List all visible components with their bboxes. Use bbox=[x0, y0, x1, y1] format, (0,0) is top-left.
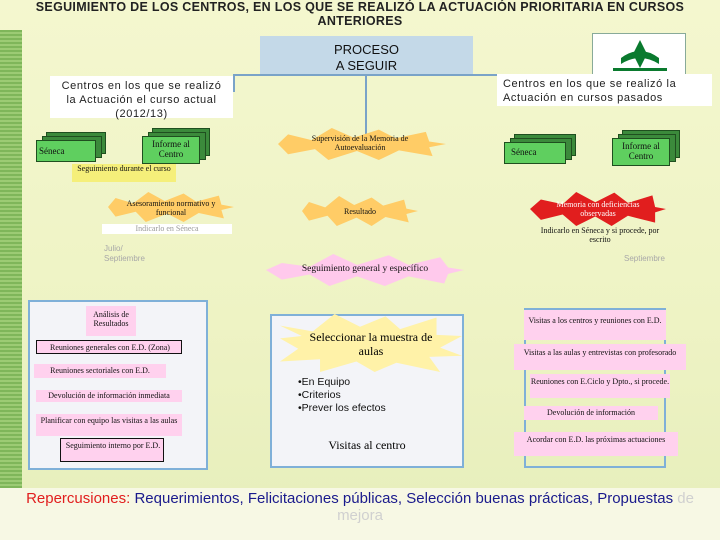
left-item-5: Seguimiento interno por E.D. bbox=[60, 438, 164, 462]
right-item-3: Reuniones con E.Ciclo y Dpto., si proced… bbox=[530, 374, 670, 398]
center-bullets: •En Equipo •Criterios •Prever los efecto… bbox=[298, 376, 438, 415]
seguimiento-curso-label: Seguimiento durante el curso bbox=[77, 164, 171, 173]
right-item-1-label: Visitas a los centros y reuniones con E.… bbox=[528, 316, 662, 325]
left-item-4: Planificar con equipo las visitas a las … bbox=[36, 414, 182, 436]
left-item-1-label: Reuniones generales con E.D. (Zona) bbox=[50, 343, 170, 352]
left-item-3-label: Devolución de información inmediata bbox=[48, 391, 170, 400]
analisis-box: Análisis de Resultados bbox=[86, 306, 136, 336]
left-item-5-label: Seguimiento interno por E.D. bbox=[65, 441, 161, 450]
informe-card-right: Informe al Centro bbox=[612, 138, 670, 166]
seguimiento-general-label: Seguimiento general y específico bbox=[301, 264, 429, 274]
right-item-2-label: Visitas a las aulas y entrevistas con pr… bbox=[523, 348, 677, 357]
footer-tail: de mejora bbox=[337, 490, 694, 524]
left-item-2-label: Reuniones sectoriales con E.D. bbox=[50, 366, 150, 375]
footer-text-block: Repercusiones: Requerimientos, Felicitac… bbox=[20, 488, 700, 524]
process-box: PROCESO A SEGUIR bbox=[260, 36, 473, 74]
footer-label: Repercusiones: bbox=[26, 490, 131, 507]
seneca-card: Séneca bbox=[36, 140, 96, 162]
footer: Repercusiones: Requerimientos, Felicitac… bbox=[0, 488, 720, 540]
right-item-1: Visitas a los centros y reuniones con E.… bbox=[524, 310, 666, 340]
connector-line bbox=[365, 74, 367, 134]
asesoramiento-label: Asesoramiento normativo y funcional bbox=[126, 199, 216, 217]
left-item-3: Devolución de información inmediata bbox=[36, 390, 182, 402]
supervision-label: Supervisión de la Memoria de Autoevaluac… bbox=[311, 134, 409, 152]
seleccionar-label: Seleccionar la muestra de aulas bbox=[309, 330, 433, 358]
connector-line bbox=[233, 74, 235, 92]
bullet-criterios: •Criterios bbox=[298, 389, 341, 401]
right-item-4: Devolución de información bbox=[524, 406, 658, 420]
left-item-2: Reuniones sectoriales con E.D. bbox=[34, 364, 166, 378]
right-header: Centros en los que se realizó la Actuaci… bbox=[497, 74, 712, 106]
julio-label: Julio/ Septiembre bbox=[104, 244, 145, 263]
right-item-2: Visitas a las aulas y entrevistas con pr… bbox=[514, 344, 686, 370]
left-item-1: Reuniones generales con E.D. (Zona) bbox=[36, 340, 182, 354]
right-item-5: Acordar con E.D. las próximas actuacione… bbox=[514, 432, 678, 456]
seneca-card-right: Séneca bbox=[504, 142, 566, 164]
left-decorative-stripe bbox=[0, 30, 22, 488]
analisis-label: Análisis de Resultados bbox=[93, 310, 129, 328]
right-item-5-label: Acordar con E.D. las próximas actuacione… bbox=[526, 435, 666, 444]
left-header: Centros en los que se realizó la Actuaci… bbox=[50, 76, 233, 120]
page-title: SEGUIMIENTO DE LOS CENTROS, EN LOS QUE S… bbox=[35, 0, 685, 28]
resultado-label: Resultado bbox=[344, 207, 376, 216]
junta-logo-icon bbox=[613, 40, 667, 71]
informe-card: Informe al Centro bbox=[142, 136, 200, 164]
memoria-label: Memoria con deficiencias observadas bbox=[556, 200, 640, 218]
septiembre-label: Septiembre bbox=[624, 254, 665, 263]
bullet-efectos: •Prever los efectos bbox=[298, 402, 386, 414]
informe-label: Informe al Centro bbox=[152, 139, 190, 159]
visitas-label: Visitas al centro bbox=[328, 438, 406, 452]
logo bbox=[592, 33, 686, 75]
right-item-4-label: Devolución de información bbox=[547, 408, 635, 417]
seneca-label: Séneca bbox=[39, 146, 65, 156]
seguimiento-curso-box: Seguimiento durante el curso bbox=[72, 164, 176, 182]
seneca-label-right: Séneca bbox=[511, 147, 537, 157]
indicarlo-right-label: Indicarlo en Séneca y si procede, por es… bbox=[540, 226, 660, 244]
bullet-equipo: •En Equipo bbox=[298, 376, 351, 388]
connector-line bbox=[233, 74, 503, 76]
indicarlo-left-box: Indicarlo en Séneca bbox=[102, 224, 232, 234]
indicarlo-left-label: Indicarlo en Séneca bbox=[135, 224, 199, 233]
right-item-3-label: Reuniones con E.Ciclo y Dpto., si proced… bbox=[530, 377, 670, 386]
informe-label-right: Informe al Centro bbox=[622, 141, 660, 161]
footer-text: Requerimientos, Felicitaciones públicas,… bbox=[130, 490, 678, 507]
left-item-4-label: Planificar con equipo las visitas a las … bbox=[40, 416, 178, 425]
